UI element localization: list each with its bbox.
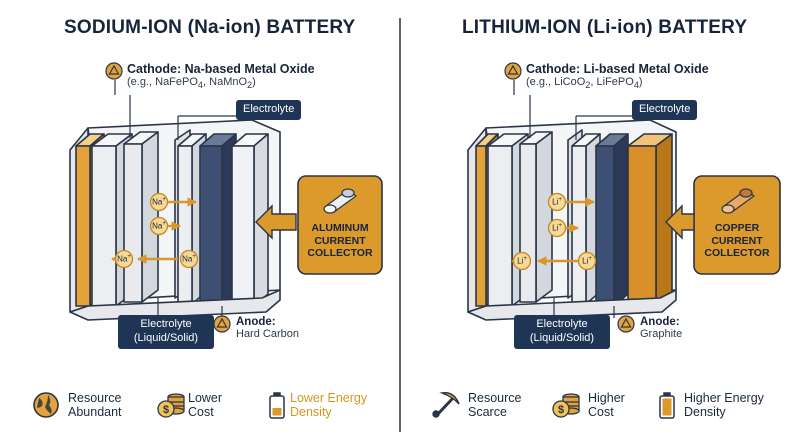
lithium-ion-particles [512,192,597,271]
triangle-icon [105,62,123,80]
foil-roll-icon [323,188,358,214]
right-title: LITHIUM-ION (Li-ion) BATTERY [462,17,748,38]
cathode-title: Cathode: Li-based Metal Oxide [526,62,709,76]
copper-collector-callout [665,175,781,275]
ion-particle [577,251,597,271]
ion-particle [179,249,199,269]
anode-material: Hard Carbon [236,328,299,340]
ion-label: Na+ [152,221,166,231]
svg-text:$: $ [558,404,564,416]
anode-title: Anode: [640,316,680,328]
anode-material: Graphite [640,328,683,340]
coins-icon: $ [552,393,580,418]
ion-label: Na+ [117,254,131,264]
electrolyte-state: (Liquid/Solid) [529,331,595,344]
ion-label: Na+ [182,254,196,264]
svg-text:$: $ [163,404,169,416]
foil-roll-icon [721,188,756,214]
separator-plate-a [519,131,553,303]
ion-particle [547,218,567,238]
ion-label: Li+ [552,223,562,233]
right-electrolyte-tag: Electrolyte [632,100,698,120]
cathode-title: Cathode: Na-based Metal Oxide [127,62,315,76]
left-anode-label: Anode: Hard Carbon [236,316,299,340]
ion-particle [512,251,532,271]
right-electrolyte-type-tag: Electrolyte (Liquid/Solid) [514,315,610,349]
sodium-ion-cell [69,119,281,321]
aluminum-collector-callout [255,175,383,275]
right-anode-label: Anode: Graphite [640,316,682,340]
battery-high-icon [659,392,675,419]
pointer-arrow [255,204,297,240]
right-leader-lines [513,80,635,318]
anode-plate [595,133,629,307]
lithium-ion-cell [467,119,677,321]
triangle-icon [213,315,231,333]
left-electrolyte-tag: Electrolyte [236,100,302,120]
triangle-icon [617,315,635,333]
triangle-icon [504,62,522,80]
ion-label: Li+ [517,256,527,266]
ion-label: Li+ [552,197,562,207]
pickaxe-icon [432,392,460,418]
anode-collector-plate [627,133,673,307]
left-cathode-label: Cathode: Na-based Metal Oxide (e.g., NaF… [127,62,315,90]
ion-label: Li+ [582,256,592,266]
electrolyte-label: Electrolyte [140,318,192,330]
battery-low-icon [269,392,285,419]
left-electrolyte-type-tag: Electrolyte (Liquid/Solid) [118,315,214,349]
ion-particle [149,192,169,212]
globe-icon [33,392,59,418]
anode-title: Anode: [236,316,276,328]
electrolyte-label: Electrolyte [536,318,588,330]
ion-particle [547,192,567,212]
anode-plate [199,133,237,307]
coins-icon: $ [157,393,185,418]
right-cathode-label: Cathode: Li-based Metal Oxide (e.g., LiC… [526,62,709,90]
separator-plate-a [123,131,159,303]
ion-particle [114,249,134,269]
ion-label: Na+ [152,197,166,207]
pointer-arrow [665,204,695,240]
electrolyte-state: (Liquid/Solid) [133,331,199,344]
left-title: SODIUM-ION (Na-ion) BATTERY [64,17,356,38]
ion-particle [149,216,169,236]
cathode-example: (e.g., NaFePO4, NaMnO2) [127,76,256,91]
right-collector-label: COPPER CURRENT COLLECTOR [704,222,770,260]
left-collector-label: ALUMINUM CURRENT COLLECTOR [307,222,373,260]
sodium-ion-particles [114,192,199,269]
cathode-example: (e.g., LiCoO2, LiFePO4) [526,76,643,91]
